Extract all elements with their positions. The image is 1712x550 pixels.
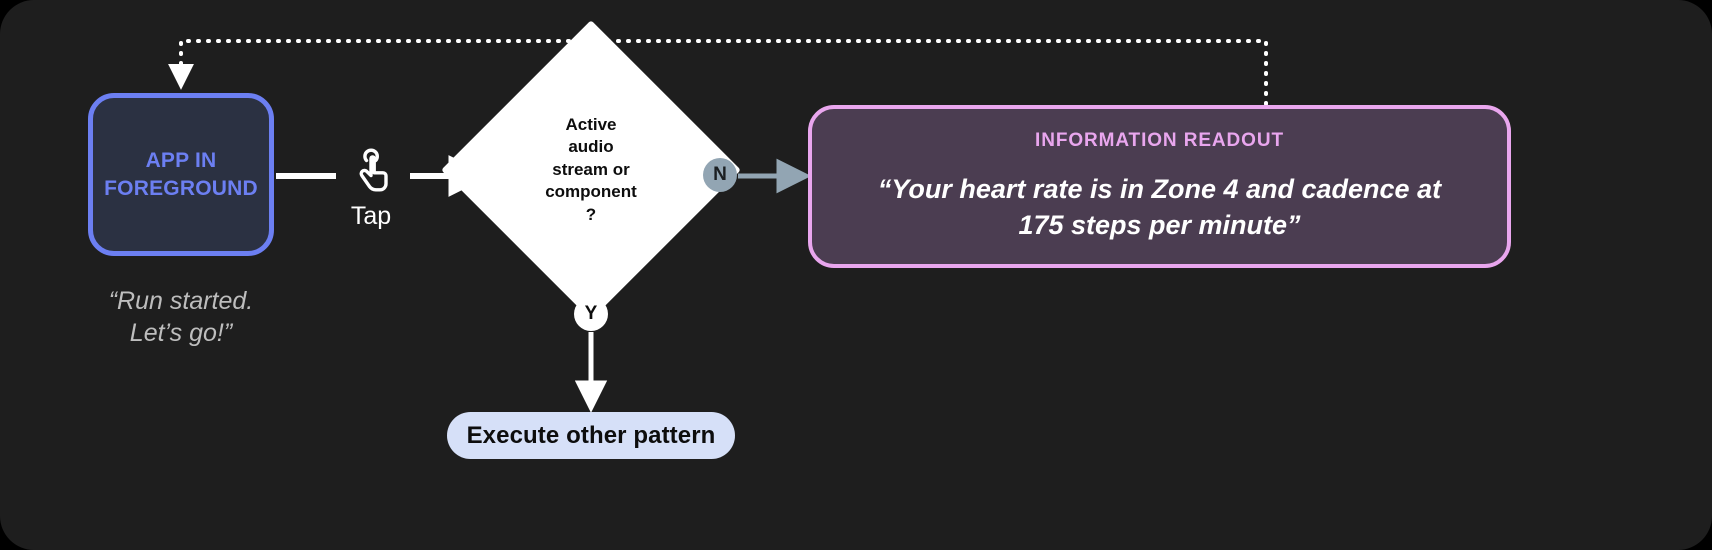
app-caption-line2: Let’s go!” [129, 319, 233, 347]
connector-readout-return-to-app [168, 39, 1268, 106]
app-node-label-line2: FOREGROUND [104, 176, 258, 200]
branch-badge-no: N [703, 158, 737, 192]
decision-line3: stream or [552, 159, 630, 179]
node-information-readout[interactable]: INFORMATION READOUT “Your heart rate is … [808, 105, 1511, 268]
tap-hand-icon [335, 148, 407, 198]
branch-badge-yes: Y [574, 297, 608, 331]
app-node-caption: “Run started. Let’s go!” [60, 285, 302, 349]
branch-badge-no-label: N [713, 164, 727, 185]
app-node-label: APP IN FOREGROUND [104, 147, 258, 202]
node-decision-audio-stream[interactable]: Active audio stream or component ? [441, 20, 741, 320]
decision-line4: component [545, 182, 637, 202]
execute-pill-label: Execute other pattern [466, 421, 716, 449]
gesture-tap-group: Tap [335, 148, 407, 231]
decision-label: Active audio stream or component ? [485, 64, 697, 276]
readout-quote-line2: 175 steps per minute” [1018, 209, 1301, 240]
readout-quote: “Your heart rate is in Zone 4 and cadenc… [878, 172, 1441, 244]
node-app-in-foreground[interactable]: APP IN FOREGROUND [88, 93, 274, 256]
readout-heading: INFORMATION READOUT [1035, 129, 1284, 151]
gesture-tap-label: Tap [350, 202, 392, 230]
decision-line5: ? [585, 204, 597, 224]
node-execute-other-pattern[interactable]: Execute other pattern [447, 412, 735, 459]
decision-line2: audio [568, 137, 614, 157]
readout-quote-line1: “Your heart rate is in Zone 4 and cadenc… [877, 173, 1442, 204]
branch-badge-yes-label: Y [584, 303, 598, 324]
app-caption-line1: “Run started. [108, 287, 254, 315]
app-node-label-line1: APP IN [145, 149, 217, 173]
decision-line1: Active [565, 114, 617, 134]
